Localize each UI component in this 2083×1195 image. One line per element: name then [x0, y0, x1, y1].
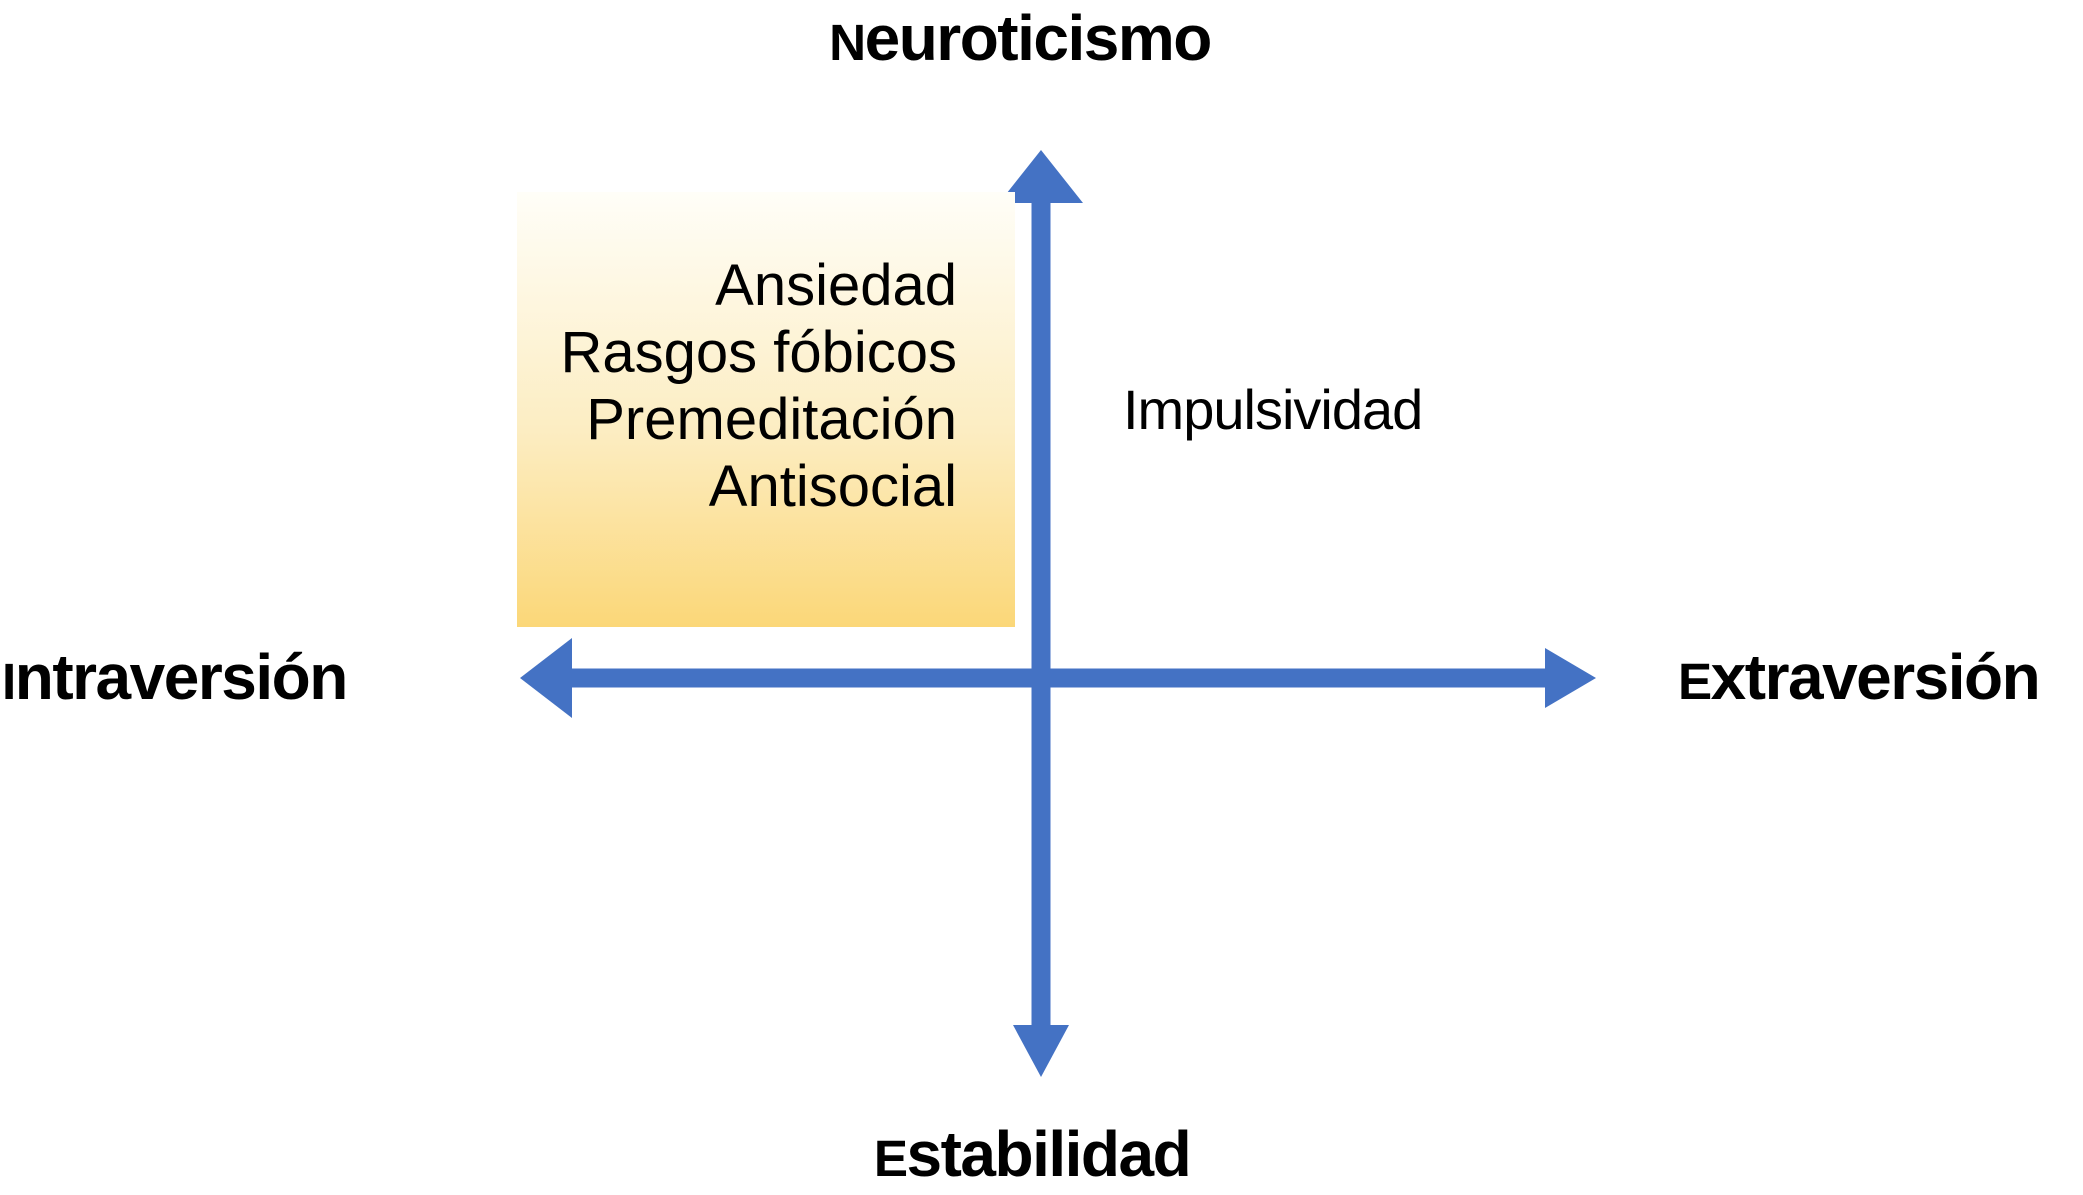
down-arrowhead-icon	[1013, 1025, 1069, 1077]
axis-label-stability: Estabilidad	[873, 1118, 1192, 1190]
right-arrowhead-icon	[1545, 648, 1596, 708]
axis-label-extraversion: Extraversión	[1678, 641, 2041, 713]
quadrant-highlight-box: Ansiedad Rasgos fóbicos Premeditación An…	[517, 192, 1015, 627]
quadrant-trait-label: Rasgos fóbicos	[560, 320, 957, 385]
quadrant-trait-label: Antisocial	[708, 454, 957, 519]
quadrant-trait-label: Ansiedad	[715, 253, 957, 318]
up-arrowhead-icon	[999, 150, 1083, 203]
axis-label-neuroticism: Neuroticismo	[829, 2, 1212, 74]
axis-label-introversion: Intraversión	[2, 641, 348, 713]
quadrant-trait-label: Premeditación	[586, 387, 957, 452]
left-arrowhead-icon	[520, 638, 572, 718]
impulsivity-annotation: Impulsividad	[1123, 378, 1423, 441]
